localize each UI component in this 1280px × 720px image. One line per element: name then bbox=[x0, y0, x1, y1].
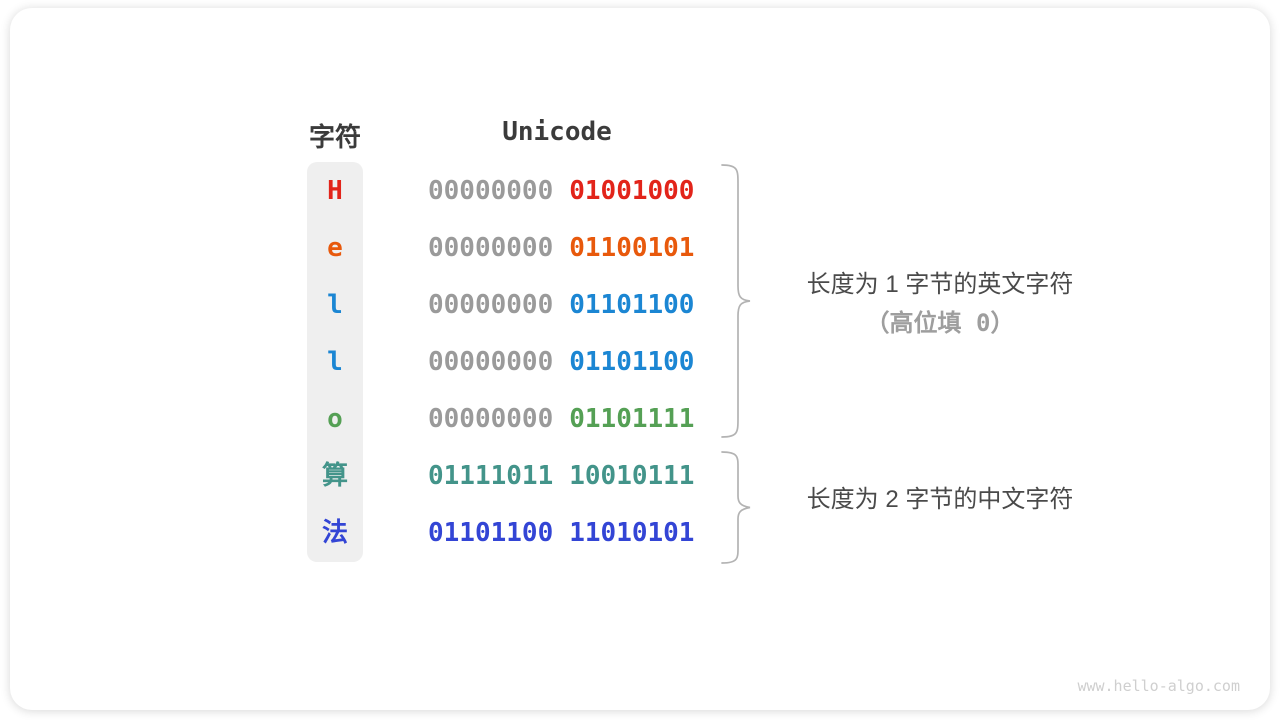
brace-2-byte-group bbox=[721, 451, 751, 564]
binary-byte1: 00000000 bbox=[428, 346, 554, 377]
binary-byte2: 01101100 bbox=[569, 289, 695, 320]
binary-cell: 00000000 01001000 bbox=[428, 178, 694, 204]
binary-byte2: 01001000 bbox=[569, 175, 695, 206]
character-cell: o bbox=[327, 404, 343, 435]
binary-byte2: 01101111 bbox=[569, 404, 695, 435]
annotation-english-line2: （高位填 0） bbox=[865, 309, 1015, 337]
column-header-character: 字符 bbox=[308, 122, 361, 152]
brace-1-byte-group bbox=[721, 164, 751, 438]
brace-graphics bbox=[721, 164, 751, 564]
character-column-background bbox=[307, 162, 363, 562]
binary-byte1: 00000000 bbox=[428, 404, 554, 435]
binary-byte1: 00000000 bbox=[428, 175, 554, 206]
binary-byte2: 01101100 bbox=[569, 346, 695, 377]
character-cell: H bbox=[327, 175, 343, 206]
binary-byte1: 00000000 bbox=[428, 289, 554, 320]
binary-byte2: 11010101 bbox=[569, 518, 695, 549]
table-row: 法 01101100 11010101 bbox=[307, 505, 727, 562]
binary-cell: 00000000 01101100 bbox=[428, 292, 694, 318]
column-header-unicode: Unicode bbox=[502, 117, 612, 147]
binary-byte1: 01101100 bbox=[428, 518, 554, 549]
encoding-table: H 00000000 01001000 e 00000000 01100101 l … bbox=[307, 162, 727, 562]
character-cell: l bbox=[327, 346, 343, 377]
binary-byte2: 01100101 bbox=[569, 232, 695, 263]
binary-byte1: 00000000 bbox=[428, 232, 554, 263]
binary-cell: 01101100 11010101 bbox=[428, 520, 694, 546]
binary-byte2: 10010111 bbox=[569, 461, 695, 492]
binary-cell: 00000000 01101100 bbox=[428, 349, 694, 375]
table-row: o 00000000 01101111 bbox=[307, 391, 727, 448]
table-row: 算 01111011 10010111 bbox=[307, 448, 727, 505]
character-cell: 算 bbox=[321, 461, 348, 492]
binary-cell: 00000000 01101111 bbox=[428, 406, 694, 432]
diagram-card bbox=[10, 8, 1270, 710]
table-row: l 00000000 01101100 bbox=[307, 276, 727, 333]
table-row: e 00000000 01100101 bbox=[307, 219, 727, 276]
binary-cell: 01111011 10010111 bbox=[428, 463, 694, 489]
annotation-english-line1: 长度为 1 字节的英文字符 bbox=[806, 271, 1074, 298]
character-cell: e bbox=[327, 232, 343, 263]
table-row: H 00000000 01001000 bbox=[307, 162, 727, 219]
watermark: www.hello-algo.com bbox=[1077, 677, 1240, 695]
table-row: l 00000000 01101100 bbox=[307, 333, 727, 390]
character-cell: l bbox=[327, 289, 343, 320]
annotation-english-chars: 长度为 1 字节的英文字符 （高位填 0） bbox=[770, 266, 1110, 342]
character-cell: 法 bbox=[321, 518, 348, 549]
binary-byte1: 01111011 bbox=[428, 461, 554, 492]
annotation-chinese-chars: 长度为 2 字节的中文字符 bbox=[806, 486, 1074, 513]
binary-cell: 00000000 01100101 bbox=[428, 235, 694, 261]
